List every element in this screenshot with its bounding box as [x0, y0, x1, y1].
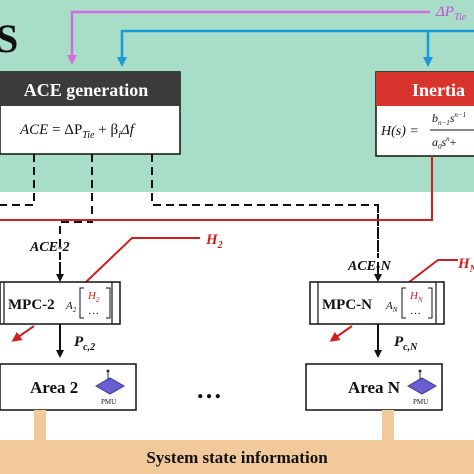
h2-signal-label: H2 — [205, 232, 223, 251]
cut-letter: S — [0, 16, 18, 61]
ace-generation-title: ACE generation — [24, 80, 149, 100]
inertia-red-routing — [0, 156, 433, 221]
h2-red-line — [85, 237, 200, 283]
area-2-label: Area 2 — [30, 378, 78, 397]
ace-n-label: ACE-N — [347, 259, 392, 274]
area-n-connector — [382, 410, 394, 440]
mpc-n-bracket-right — [428, 287, 433, 319]
pcn-label: Pc,N — [394, 334, 418, 353]
mpc-n-bracket-left — [401, 287, 406, 319]
mpc-n-dots: … — [410, 305, 421, 317]
tie-power-label: ΔPTie — [435, 4, 467, 23]
pmu-icon: PMU — [406, 369, 438, 406]
inertia-formula-lhs: H(s) = — [380, 124, 419, 139]
pmu-icon: PMU — [94, 369, 126, 406]
mpc-2-red-output — [11, 325, 35, 342]
ace-2-label: ACE-2 — [29, 240, 70, 255]
mpc-n-matrix-a: AN — [385, 300, 398, 314]
ace-generation-block: ACE generation ACE = ΔPTie + βiΔf — [0, 71, 181, 155]
area-2-pmu-label: PMU — [101, 398, 116, 406]
mpc-2-matrix-h: H2 — [87, 290, 100, 304]
area-2-block: Area 2 PMU — [0, 363, 137, 411]
tie-line-feedback-line — [67, 10, 430, 65]
inertia-formula-denominator: a0sn+ — [432, 135, 457, 151]
mpc-n-red-output — [329, 325, 353, 342]
hn-signal-label: HN — [457, 256, 474, 275]
mpc-2-label: MPC-2 — [8, 297, 55, 313]
inertia-header — [376, 72, 474, 106]
inertia-formula-numerator: bn−1sn−1 — [432, 111, 466, 127]
pc2-label: Pc,2 — [74, 334, 95, 353]
area-n-pmu-label: PMU — [413, 398, 428, 406]
inertia-title: Inertia — [412, 80, 465, 100]
system-state-bar — [0, 440, 474, 474]
mpc-n-block: MPC-N AN HN … — [309, 281, 445, 325]
mpc-n-matrix-h: HN — [409, 290, 423, 304]
hn-red-line — [403, 259, 458, 287]
areas-ellipsis: … — [196, 375, 222, 404]
mpc-2-block: MPC-2 A2 H2 … — [0, 281, 121, 325]
mpc-n-label: MPC-N — [322, 297, 372, 313]
ace-generation-header — [0, 72, 180, 106]
area-n-block: Area N PMU — [305, 363, 443, 411]
mpc-2-bracket-right — [106, 287, 111, 319]
inertia-block: Inertia H(s) = bn−1sn−1 a0sn+ — [375, 71, 474, 157]
mpc-2-matrix-a: A2 — [65, 300, 77, 314]
ace-formula: ACE = ΔPTie + βiΔf — [19, 122, 136, 141]
area-n-label: Area N — [348, 378, 401, 397]
mpc-2-bracket-left — [79, 287, 84, 319]
area-2-connector — [34, 410, 46, 440]
frequency-feedback-line — [117, 29, 474, 67]
mpc-2-dots: … — [88, 305, 99, 317]
system-state-label: System state information — [146, 448, 328, 467]
